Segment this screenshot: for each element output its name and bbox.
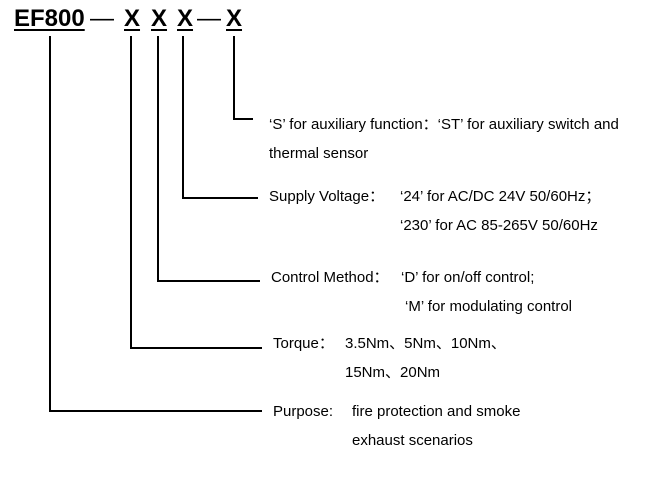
control-option-d: ‘D’ for on/off control; xyxy=(401,269,535,286)
auxiliary-option-line2: thermal sensor xyxy=(269,145,369,162)
voltage-option-24: ‘24’ for AC/DC 24V 50/60Hz； xyxy=(400,188,601,205)
auxiliary-option-line1: ‘S’ for auxiliary function：‘ST’ for auxi… xyxy=(269,116,619,133)
purpose-text-line1: fire protection and smoke xyxy=(352,403,521,420)
voltage-label: Supply Voltage： xyxy=(269,188,385,205)
connector-auxiliary xyxy=(233,36,253,120)
voltage-option-230: ‘230’ for AC 85-265V 50/60Hz xyxy=(400,217,598,234)
model-placeholder-voltage: X xyxy=(177,5,194,32)
control-label: Control Method： xyxy=(271,269,389,286)
purpose-text-line2: exhaust scenarios xyxy=(352,432,473,449)
torque-label: Torque： xyxy=(273,335,334,352)
control-option-m: ‘M’ for modulating control xyxy=(405,298,573,315)
purpose-label: Purpose: xyxy=(273,403,334,420)
model-separator: — xyxy=(197,5,221,32)
model-placeholder-torque: X xyxy=(124,5,141,32)
connector-voltage xyxy=(182,36,258,199)
torque-options-line1: 3.5Nm、5Nm、10Nm、 xyxy=(345,335,506,352)
torque-options-line2: 15Nm、20Nm xyxy=(345,364,441,381)
connector-purpose xyxy=(49,36,262,412)
model-placeholder-control: X xyxy=(151,5,168,32)
model-placeholder-auxiliary: X xyxy=(226,5,243,32)
connector-control xyxy=(157,36,260,282)
model-separator: — xyxy=(90,5,114,32)
connector-torque xyxy=(130,36,262,349)
model-base: EF800 xyxy=(14,5,85,32)
